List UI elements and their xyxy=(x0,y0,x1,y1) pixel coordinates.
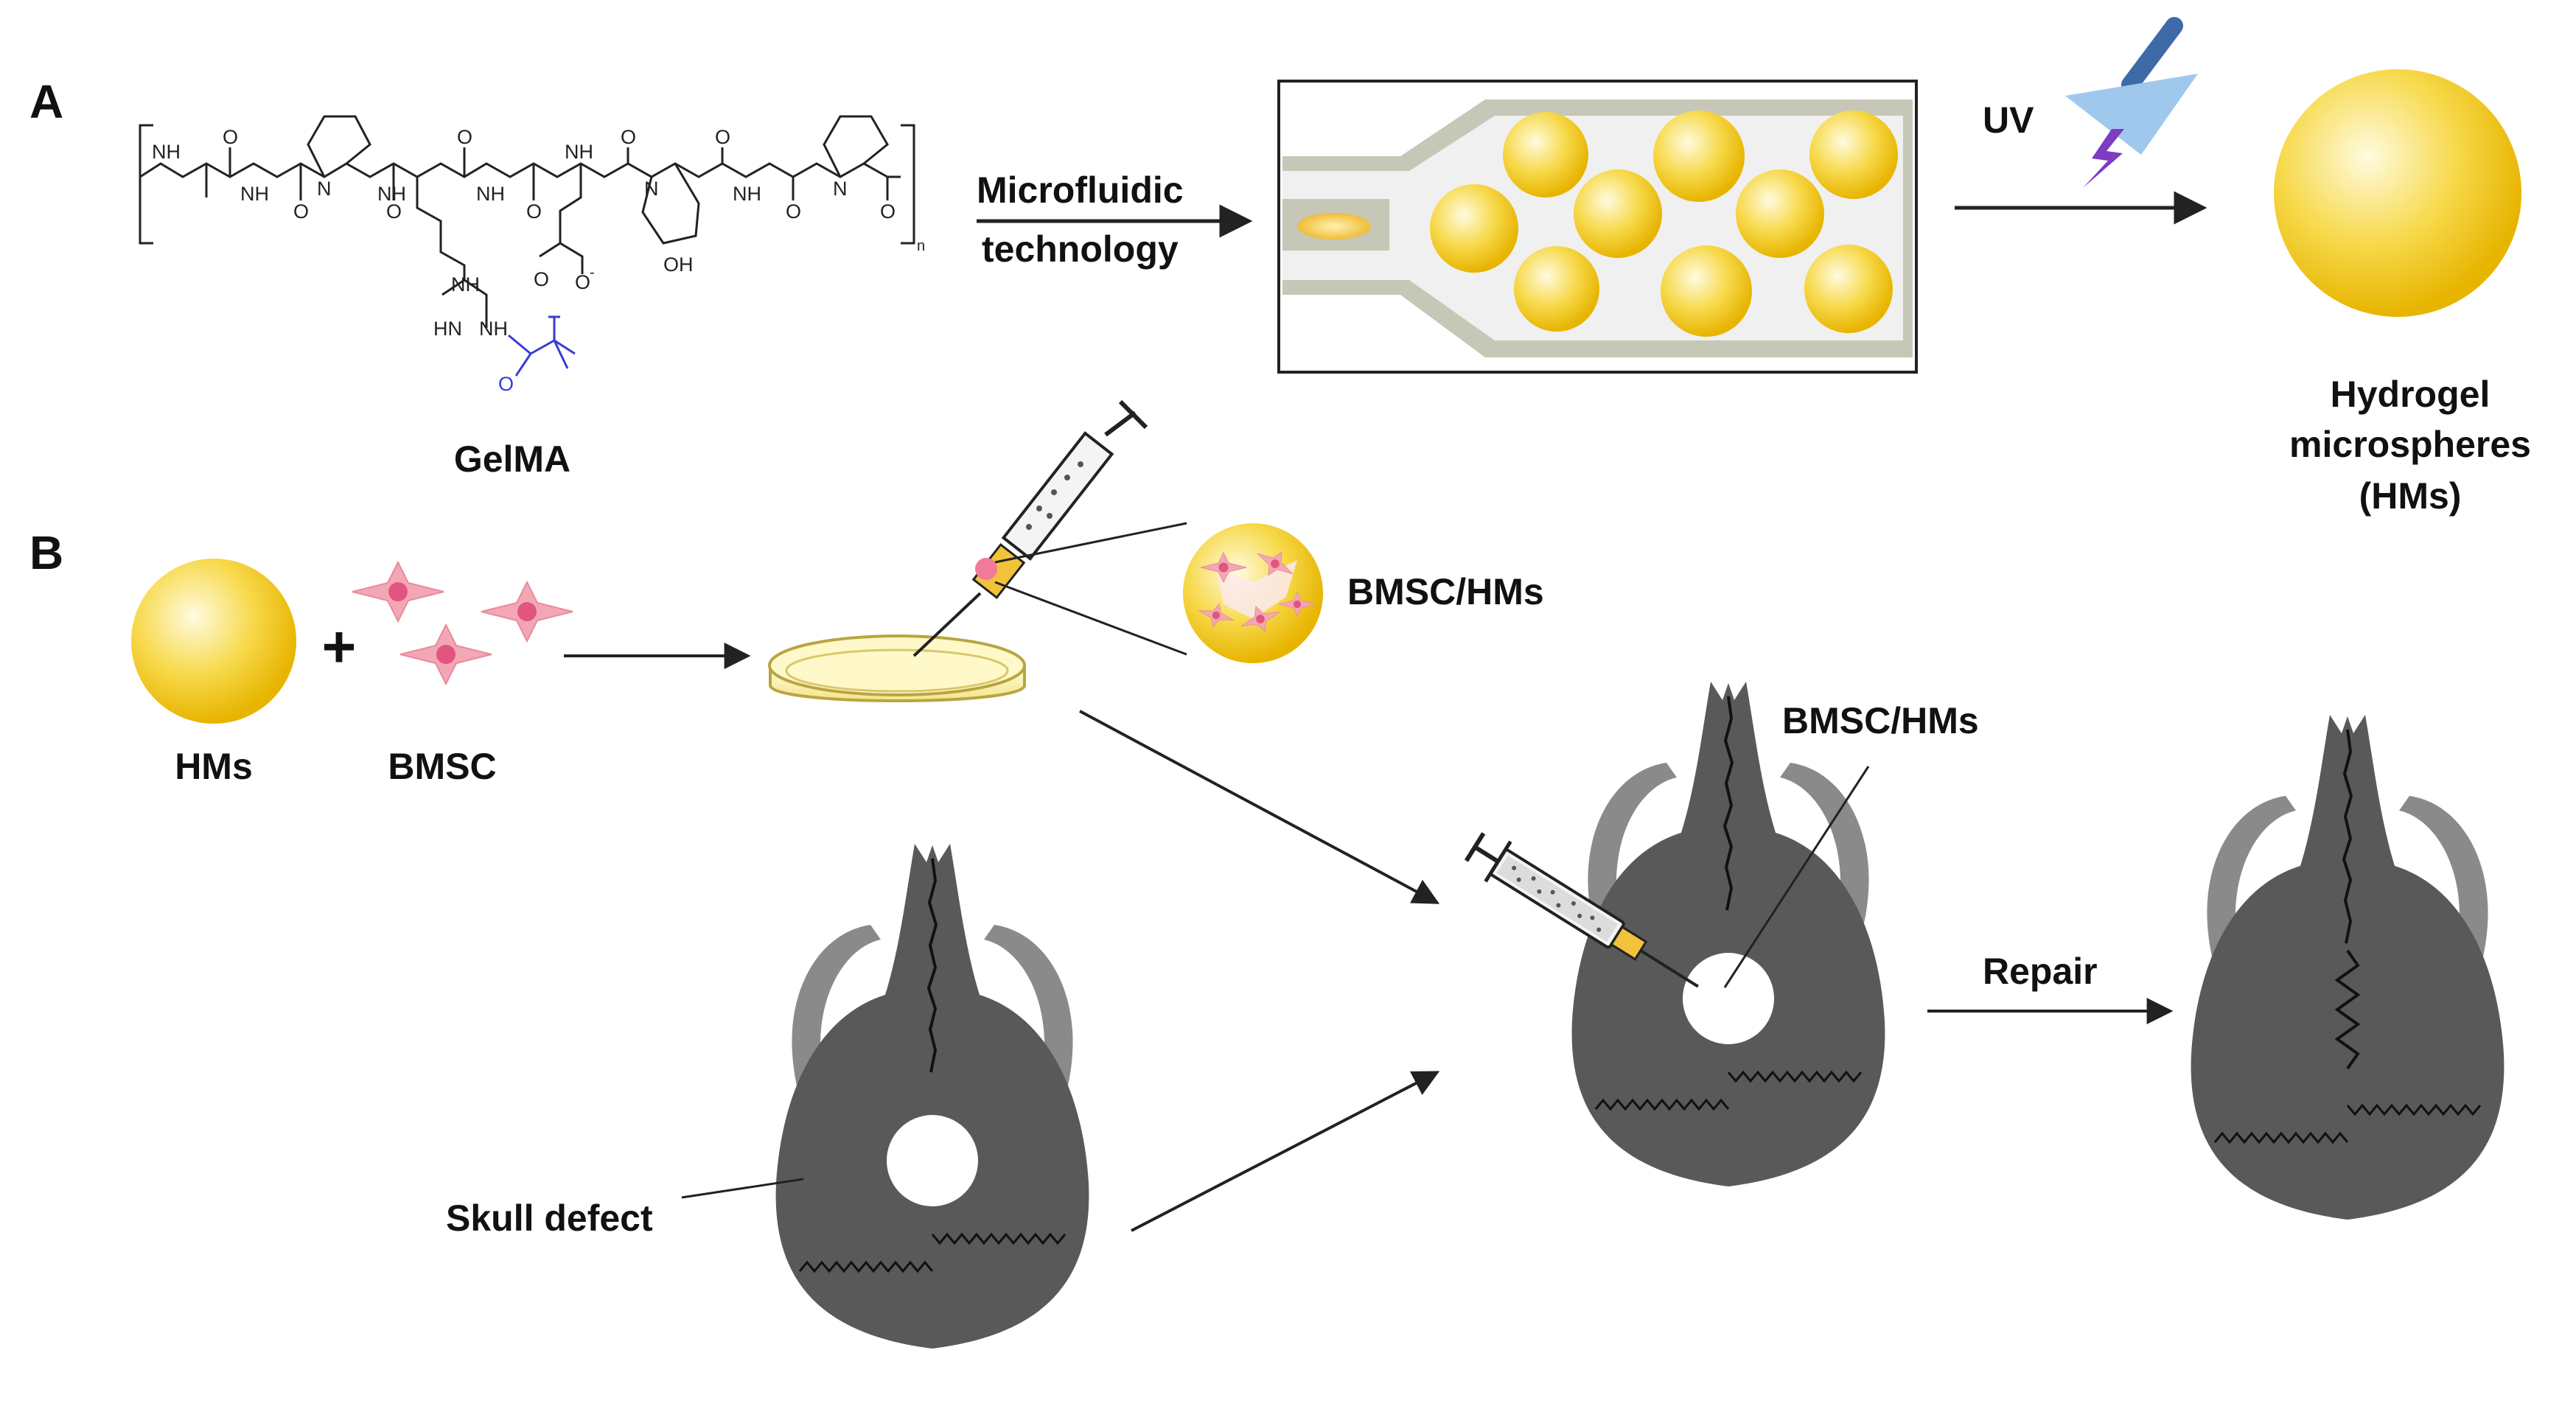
gelma-atom-labels: NH O NH O N NH O O NH O NH O N O NH O N … xyxy=(152,126,925,395)
atom-nh-3: NH xyxy=(377,183,406,205)
atom-o-4: O xyxy=(457,126,472,148)
proline-ring-1 xyxy=(307,115,371,178)
bmsc-cells xyxy=(352,562,573,685)
uv-lamp-icon xyxy=(2065,17,2198,188)
carboxylate-charge: - xyxy=(590,265,595,281)
atom-o-3: O xyxy=(386,200,402,223)
uv-bolt-icon xyxy=(2083,129,2124,188)
atom-o-5: O xyxy=(526,200,542,223)
atom-nh-1: NH xyxy=(152,141,181,163)
product-label-line1: Hydrogel xyxy=(2331,374,2491,415)
hms-sphere xyxy=(131,559,296,724)
droplet-sphere xyxy=(1653,111,1745,202)
product-label-line3: (HMs) xyxy=(2359,475,2462,517)
atom-o-6: O xyxy=(621,126,636,148)
arrow-defect-to-skull xyxy=(1131,1071,1440,1232)
microfluidic-label-line1: Microfluidic xyxy=(977,169,1184,211)
atom-o-1: O xyxy=(223,126,238,148)
atom-n-3: N xyxy=(833,178,848,200)
zoom-line-top xyxy=(994,522,1187,564)
droplet-sphere xyxy=(1804,245,1893,333)
glutamate-side-chain xyxy=(539,164,584,274)
atom-nh-8: NH xyxy=(479,318,508,340)
atom-n-2: N xyxy=(644,178,659,200)
proline-ring-2 xyxy=(641,163,700,245)
microfluidic-label-line2: technology xyxy=(982,228,1179,270)
atom-o-9: O xyxy=(880,200,896,223)
bmsc-label: BMSC xyxy=(388,746,496,787)
atom-nh-5: NH xyxy=(565,141,593,163)
skull-repaired xyxy=(2189,713,2506,1221)
hydrogel-microsphere xyxy=(2274,69,2521,317)
microsphere-droplets xyxy=(1430,111,1898,337)
backbone-chain xyxy=(139,162,901,178)
panel-letter-a: A xyxy=(29,75,63,128)
droplet-sphere xyxy=(1503,112,1588,197)
culture-dish xyxy=(768,634,1026,702)
atom-o-carboxylate: O xyxy=(575,271,590,293)
atom-nh-7: NH xyxy=(451,273,480,296)
uv-label: UV xyxy=(1983,99,2034,141)
atom-nh-2: NH xyxy=(240,183,269,205)
atom-nh-4: NH xyxy=(476,183,505,205)
defect-pointer-line xyxy=(681,1178,804,1199)
droplet-sphere xyxy=(1736,169,1824,258)
injection-pointer-line xyxy=(1723,766,1870,988)
proline-ring-3 xyxy=(823,115,889,178)
dish-syringe xyxy=(912,399,1148,657)
atom-nh-6: NH xyxy=(733,183,761,205)
atom-hn: HN xyxy=(433,318,462,340)
atom-o-7: O xyxy=(715,126,730,148)
arrow-dish-to-skull xyxy=(1079,710,1440,904)
skull-injection xyxy=(1570,680,1887,1188)
methacrylate-group xyxy=(508,315,576,377)
repair-label: Repair xyxy=(1983,951,2098,992)
product-label-line2: microspheres xyxy=(2289,424,2531,465)
bmsc-loaded-microsphere xyxy=(1183,523,1323,663)
skull-defect-label: Skull defect xyxy=(446,1198,653,1239)
droplet-sphere xyxy=(1574,169,1662,258)
zoom-line-bottom xyxy=(994,581,1187,656)
panel-letter-b: B xyxy=(29,526,63,579)
repeat-subscript: n xyxy=(917,238,925,254)
atom-o-methacrylate: O xyxy=(498,373,514,395)
guanidine-group xyxy=(441,279,488,328)
droplet-sphere xyxy=(1430,184,1518,273)
atom-n-1: N xyxy=(317,178,332,200)
droplet-sphere xyxy=(1514,246,1599,332)
atom-o-2: O xyxy=(293,200,309,223)
hms-label: HMs xyxy=(175,746,253,787)
injection-label: BMSC/HMs xyxy=(1782,700,1979,741)
left-repeat-bracket xyxy=(139,124,153,245)
droplet-flame xyxy=(1297,213,1371,240)
atom-o-carboxyl: O xyxy=(534,268,549,290)
gelma-structure xyxy=(139,115,915,328)
bmsc-hms-label: BMSC/HMs xyxy=(1347,571,1544,612)
skull-defect xyxy=(774,842,1091,1350)
arginine-side-chain xyxy=(416,177,466,280)
droplet-sphere xyxy=(1809,111,1898,199)
gelma-label: GelMA xyxy=(454,438,570,480)
droplet-sphere xyxy=(1661,245,1752,337)
atom-o-8: O xyxy=(786,200,801,223)
plus-sign: + xyxy=(322,614,357,679)
atom-oh: OH xyxy=(663,254,694,276)
right-repeat-bracket xyxy=(901,124,915,245)
